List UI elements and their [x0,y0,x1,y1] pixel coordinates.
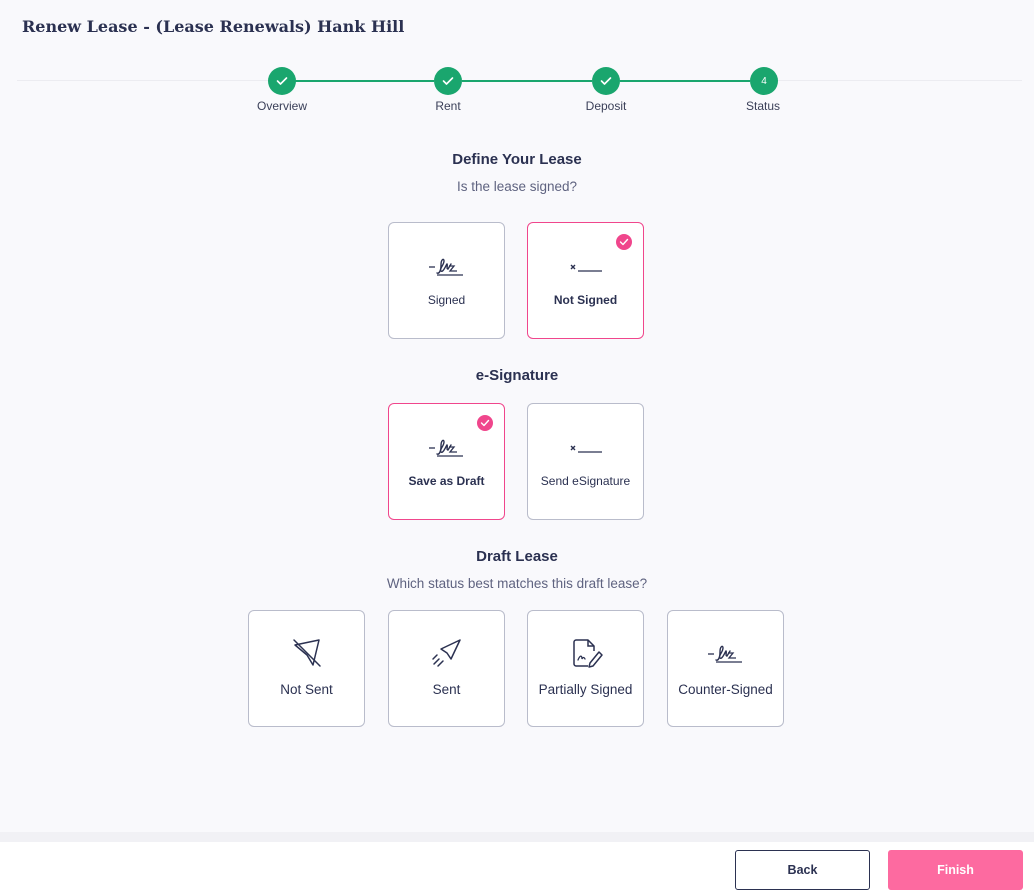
page-title: Renew Lease - (Lease Renewals) Hank Hill [22,17,405,36]
step-label-status: Status [745,99,781,113]
footer-divider [0,832,1034,842]
option-send-esignature[interactable]: Send eSignature [527,403,644,520]
option-not-signed-label: Not Signed [553,293,618,307]
document-signature-icon [572,639,603,668]
draft-lease-title: Draft Lease [476,548,558,565]
draft-lease-question: Which status best matches this draft lea… [386,576,648,591]
option-save-as-draft-label: Save as Draft [408,474,485,488]
option-not-signed[interactable]: Not Signed [527,222,644,339]
plane-off-icon [292,639,321,667]
selected-check-icon [477,415,493,431]
back-button[interactable]: Back [735,850,870,890]
step-rent-check-icon[interactable] [434,67,462,95]
option-send-esignature-label: Send eSignature [540,474,631,488]
progress-stepper: 4 Overview Rent Deposit Status [0,0,1034,120]
option-not-sent-label: Not Sent [280,682,333,697]
selected-check-icon [616,234,632,250]
option-sent-label: Sent [432,682,461,697]
step-status-number[interactable]: 4 [750,67,778,95]
footer-bar [0,842,1034,896]
step-label-overview: Overview [256,99,307,113]
option-counter-signed-label: Counter-Signed [678,682,773,697]
step-connector [462,80,592,82]
step-label-rent: Rent [435,99,461,113]
step-label-deposit: Deposit [585,99,627,113]
step-deposit-check-icon[interactable] [592,67,620,95]
unsigned-line-icon [570,445,602,453]
option-partially-signed[interactable]: Partially Signed [527,610,644,727]
option-save-as-draft[interactable]: Save as Draft [388,403,505,520]
option-not-sent[interactable]: Not Sent [248,610,365,727]
esignature-title: e-Signature [475,367,559,384]
option-sent[interactable]: Sent [388,610,505,727]
option-counter-signed[interactable]: Counter-Signed [667,610,784,727]
option-signed[interactable]: Signed [388,222,505,339]
step-connector [620,80,750,82]
unsigned-line-icon [570,264,602,272]
option-signed-label: Signed [427,293,466,307]
step-overview-check-icon[interactable] [268,67,296,95]
paper-plane-icon [431,639,461,667]
signature-icon [428,258,463,276]
finish-button[interactable]: Finish [888,850,1023,890]
define-lease-question: Is the lease signed? [456,179,578,194]
define-lease-title: Define Your Lease [452,151,582,168]
signature-icon [428,439,463,457]
step-connector [295,80,434,82]
option-partially-signed-label: Partially Signed [538,682,633,697]
signature-icon [707,645,742,663]
